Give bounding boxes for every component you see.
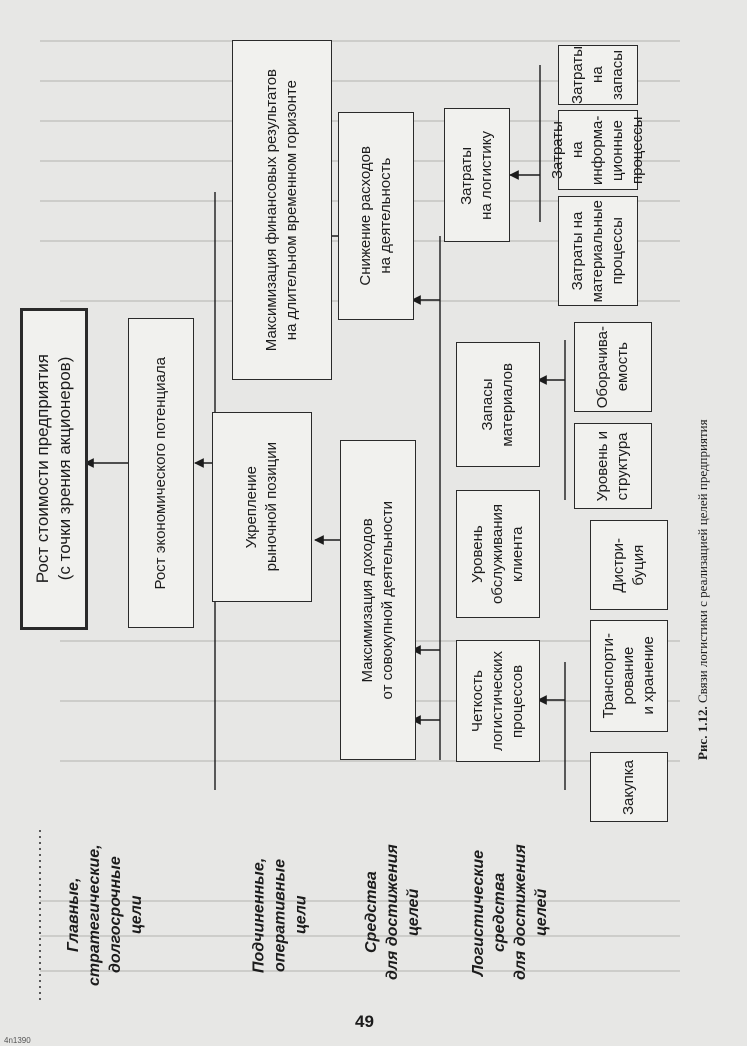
node-transport-storage: Транспорти- рование и хранение — [590, 620, 668, 732]
node-logistics-costs: Затраты на логистику — [444, 108, 510, 242]
node-purchasing: Закупка — [590, 752, 668, 822]
level-label-sub-goals: Подчиненные, оперативные цели — [250, 857, 310, 973]
figure-caption: Рис. 1.12. Связи логистики с реализацией… — [688, 200, 718, 980]
node-stock-costs: Затраты на запасы — [558, 45, 638, 105]
node-level-structure: Уровень и структура — [574, 423, 652, 509]
level-label-main-goals: Главные, стратегические, долгосрочные це… — [65, 844, 145, 986]
level-label-means: Средства для достижения целей — [363, 844, 422, 981]
node-cost-reduction: Снижение расходов на деятельность — [338, 112, 414, 320]
node-company-value: Рост стоимости предприятия (с точки зрен… — [20, 308, 88, 630]
node-service-level: Уровень обслуживания клиента — [456, 490, 540, 618]
corner-mark: 4n1390 — [4, 1036, 31, 1045]
node-process-precision: Четкость логистических процессов — [456, 640, 540, 762]
page-number: 49 — [355, 1012, 374, 1031]
node-distribution: Дистри- буция — [590, 520, 668, 610]
level-label-logistic-means: Логистические средства для достижения це… — [470, 844, 550, 981]
node-turnover: Оборачива- емость — [574, 322, 652, 412]
node-material-stocks: Запасы материалов — [456, 342, 540, 467]
node-max-financial: Максимизация финансовых результатов на д… — [232, 40, 332, 380]
node-material-process-costs: Затраты на материальные процессы — [558, 196, 638, 306]
node-info-process-costs: Затраты на информа- ционные процессы — [549, 110, 646, 190]
node-market-position: Укрепление рыночной позиции — [212, 412, 312, 602]
caption-label: Рис. 1.12. — [695, 706, 710, 761]
caption-text: Связи логистики с реализацией целей пред… — [695, 419, 710, 704]
node-economic-potential: Рост экономического потенциала — [128, 318, 194, 628]
node-max-income: Максимизация доходов от совокупной деяте… — [340, 440, 416, 760]
